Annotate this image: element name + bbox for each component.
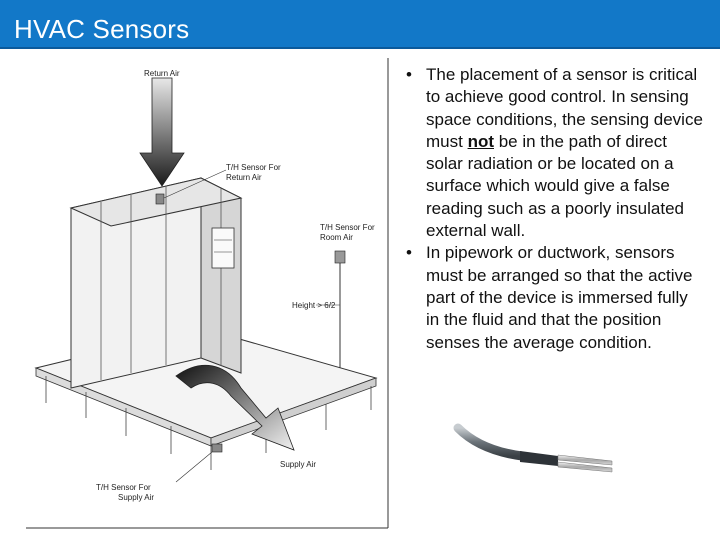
- slide-title: HVAC Sensors: [14, 14, 190, 44]
- raised-floor-edge-right: [210, 377, 377, 447]
- bullet-item-placement: • The placement of a sensor is critical t…: [404, 64, 704, 242]
- bullet-dot: •: [406, 65, 412, 84]
- bullet-emphasis-not: not: [467, 131, 494, 151]
- bullet-item-pipework: • In pipework or ductwork, sensors must b…: [404, 242, 704, 353]
- cabinet-panel-lines: [100, 186, 222, 380]
- label-sensor-return-line1: T/H Sensor For: [226, 163, 281, 172]
- sensor-probe-photo: [452, 418, 622, 488]
- label-supply-air: Supply Air: [280, 460, 316, 469]
- label-sensor-room-line2: Room Air: [320, 233, 353, 242]
- title-underline: [0, 47, 720, 49]
- room-air-sensor: [334, 250, 346, 264]
- return-air-arrow: [139, 77, 185, 187]
- supply-air-arrow: [175, 364, 295, 451]
- label-return-air: Return Air: [144, 69, 180, 78]
- probe-tip-lower: [557, 461, 613, 473]
- label-sensor-supply-line1: T/H Sensor For: [96, 483, 151, 492]
- title-bar: HVAC Sensors: [0, 0, 720, 49]
- probe-cable: [453, 423, 527, 461]
- probe-svg: [453, 423, 613, 473]
- bullet-text-2: In pipework or ductwork, sensors must be…: [426, 243, 693, 352]
- label-sensor-return-line2: Return Air: [226, 173, 262, 182]
- return-air-sensor: [155, 193, 165, 205]
- label-height: Height > 6/2: [292, 301, 336, 310]
- bullet-dot: •: [406, 243, 412, 263]
- bullet-text-1b: be in the path of direct solar radiation…: [426, 131, 684, 241]
- probe-sleeve: [520, 451, 558, 466]
- supply-air-sensor: [211, 443, 223, 453]
- bullet-text-1a: The placement of a sensor is critical to…: [426, 65, 703, 151]
- diagram-svg: Return Air T/H Sensor For Return Air T/H…: [26, 58, 389, 529]
- label-sensor-supply-line2: Supply Air: [118, 493, 154, 502]
- label-sensor-room-line1: T/H Sensor For: [320, 223, 375, 232]
- bullet-list: • The placement of a sensor is critical t…: [404, 64, 704, 354]
- probe-tip-upper: [557, 454, 613, 466]
- control-panel: [211, 227, 235, 269]
- hvac-sensor-diagram: Return Air T/H Sensor For Return Air T/H…: [26, 58, 390, 530]
